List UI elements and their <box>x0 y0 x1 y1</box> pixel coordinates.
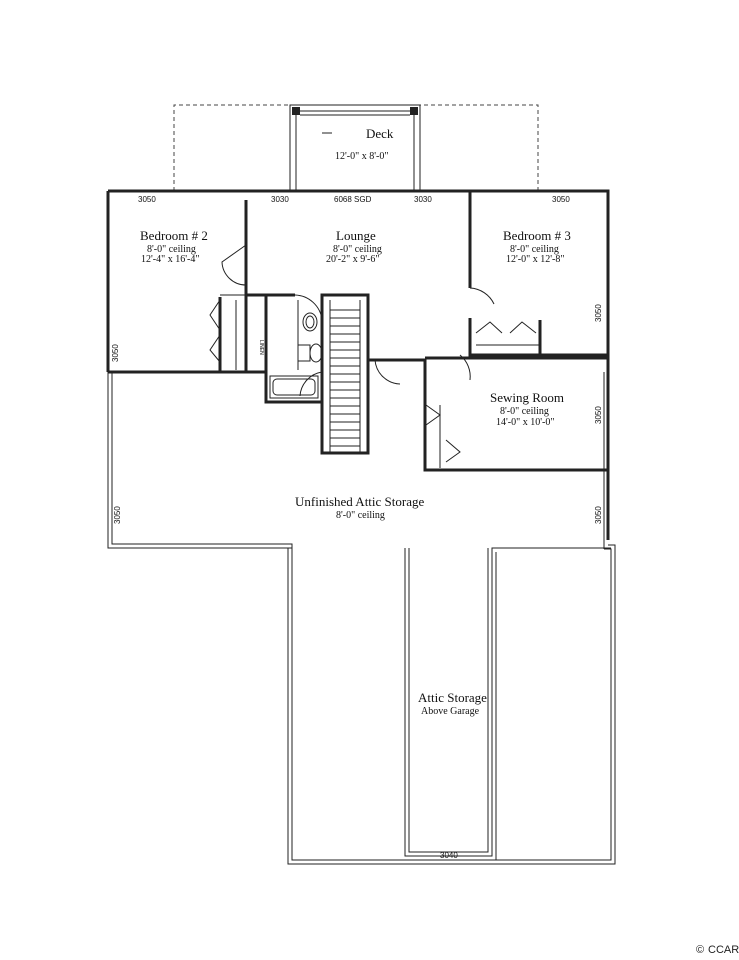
window-label: 3040 <box>440 851 458 860</box>
bedroom-2-ceiling: 8'-0" ceiling <box>147 244 196 255</box>
bedroom-3: Bedroom # 3 8'-0" ceiling 12'-0" x 12'-8… <box>459 191 608 381</box>
bedroom-3-ceiling: 8'-0" ceiling <box>510 244 559 255</box>
attic-name: Unfinished Attic Storage <box>295 494 424 509</box>
deck-name: Deck <box>366 126 394 141</box>
lounge: Lounge 8'-0" ceiling 20'-2" x 9'-6" <box>326 228 382 265</box>
window-label: 3050 <box>113 506 122 524</box>
unfinished-attic: Unfinished Attic Storage 8'-0" ceiling <box>295 494 424 521</box>
sgd-label: 6068 SGD <box>334 195 372 204</box>
sewing-room-size: 14'-0" x 10'-0" <box>496 417 554 428</box>
bedroom-2-size: 12'-4" x 16'-4" <box>141 254 199 265</box>
garage-attic: Attic Storage Above Garage <box>288 547 611 861</box>
attic-ceiling: 8'-0" ceiling <box>336 510 385 521</box>
window-labels: 3050 3030 6068 SGD 3030 3050 3050 3050 3… <box>111 195 603 860</box>
bedroom-2: Bedroom # 2 8'-0" ceiling 12'-4" x 16'-4… <box>108 200 248 374</box>
window-label: 3050 <box>552 195 570 204</box>
watermark: © CCAR <box>696 944 739 956</box>
lounge-ceiling: 8'-0" ceiling <box>333 244 382 255</box>
window-label: 3030 <box>414 195 432 204</box>
window-label: 3050 <box>594 304 603 322</box>
bedroom-3-size: 12'-0" x 12'-8" <box>506 254 564 265</box>
sewing-room: Sewing Room 8'-0" ceiling 14'-0" x 10'-0… <box>423 356 608 472</box>
window-label: 3050 <box>594 406 603 424</box>
bedroom-2-name: Bedroom # 2 <box>140 228 208 243</box>
deck-area: Deck 12'-0" x 8'-0" <box>173 104 539 192</box>
garage-attic-name: Attic Storage <box>418 690 487 705</box>
core-area: LINEN <box>244 293 427 470</box>
window-label: 3050 <box>594 506 603 524</box>
window-label: 3050 <box>111 344 120 362</box>
watermark-text: CCAR <box>708 944 739 956</box>
bedroom-3-name: Bedroom # 3 <box>503 228 571 243</box>
lounge-size: 20'-2" x 9'-6" <box>326 254 379 265</box>
sewing-room-ceiling: 8'-0" ceiling <box>500 406 549 417</box>
window-label: 3050 <box>138 195 156 204</box>
window-label: 3030 <box>271 195 289 204</box>
sewing-room-name: Sewing Room <box>490 390 564 405</box>
deck-size: 12'-0" x 8'-0" <box>335 151 388 162</box>
exterior-walls <box>106 189 616 865</box>
lounge-name: Lounge <box>336 228 376 243</box>
linen-label: LINEN <box>258 340 264 355</box>
garage-attic-sub: Above Garage <box>421 706 480 717</box>
copyright-icon: © <box>696 944 704 956</box>
